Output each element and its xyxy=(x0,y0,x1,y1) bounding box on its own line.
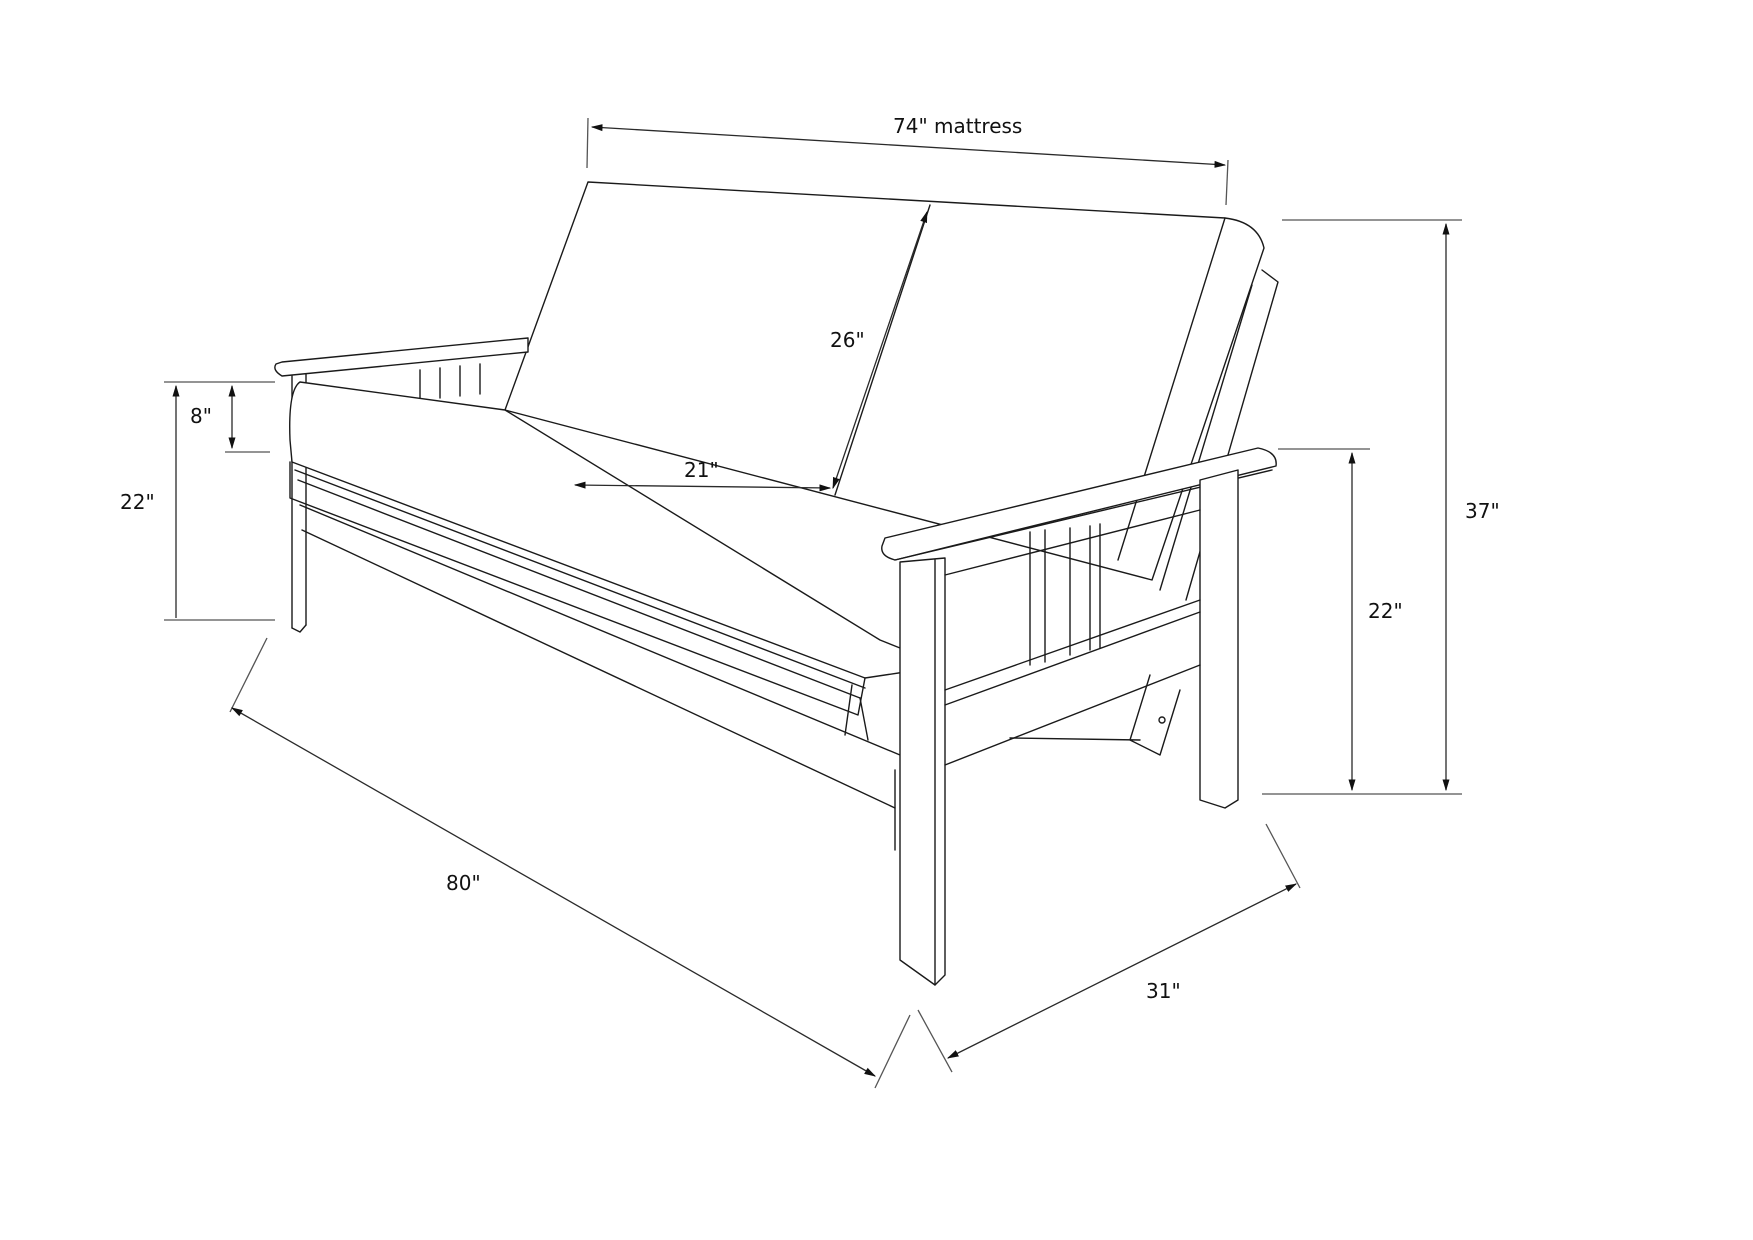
dimension-lines xyxy=(164,117,1462,1089)
dim-overall-depth: 31" xyxy=(1146,979,1181,1003)
dim-mattress-width: 74" mattress xyxy=(893,114,1023,138)
right-arm xyxy=(881,447,1277,986)
dim-overall-height: 37" xyxy=(1465,499,1500,523)
dim-overall-width: 80" xyxy=(446,871,481,895)
dim-arm-height: 22" xyxy=(1368,599,1403,623)
dim-mattress-thickness: 8" xyxy=(190,404,212,428)
dim-back-height: 26" xyxy=(830,328,865,352)
dim-left-seat-height: 22" xyxy=(120,490,155,514)
dim-seat-depth: 21" xyxy=(684,458,719,482)
left-arm xyxy=(274,337,529,633)
